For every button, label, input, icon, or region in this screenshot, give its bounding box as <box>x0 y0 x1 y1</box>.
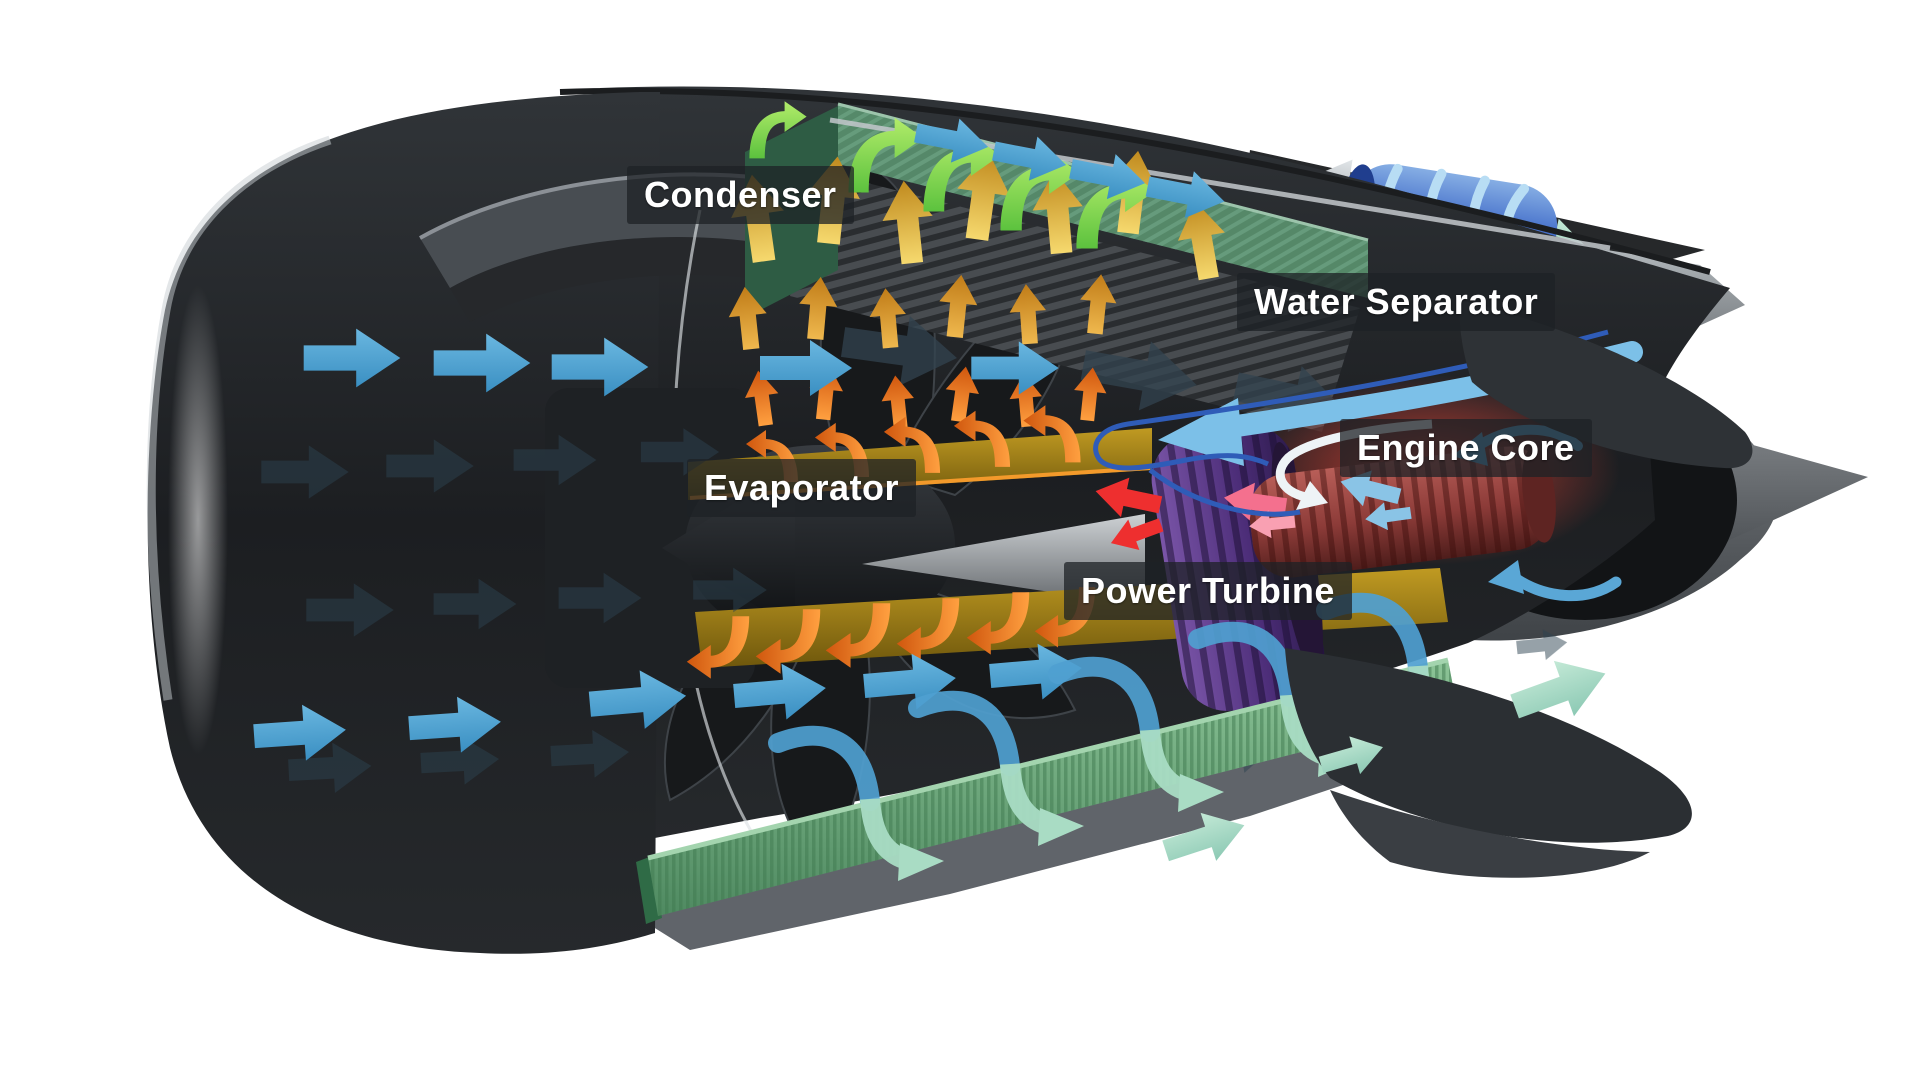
injection-pipe-head <box>1296 481 1328 510</box>
label-water-separator: Water Separator <box>1237 273 1556 331</box>
label-evaporator: Evaporator <box>687 459 917 517</box>
nozzle-petals <box>1285 300 1753 878</box>
recovered-water-arrow-head <box>1158 398 1244 466</box>
water-pipe <box>1148 468 1301 517</box>
condenser-ribbed-duct <box>790 172 1360 432</box>
water-pipe <box>1093 329 1609 471</box>
label-engine-core: Engine Core <box>1340 419 1592 477</box>
nacelle-highlight <box>168 285 228 755</box>
label-power-turbine: Power Turbine <box>1064 562 1352 620</box>
label-condenser: Condenser <box>627 166 854 224</box>
